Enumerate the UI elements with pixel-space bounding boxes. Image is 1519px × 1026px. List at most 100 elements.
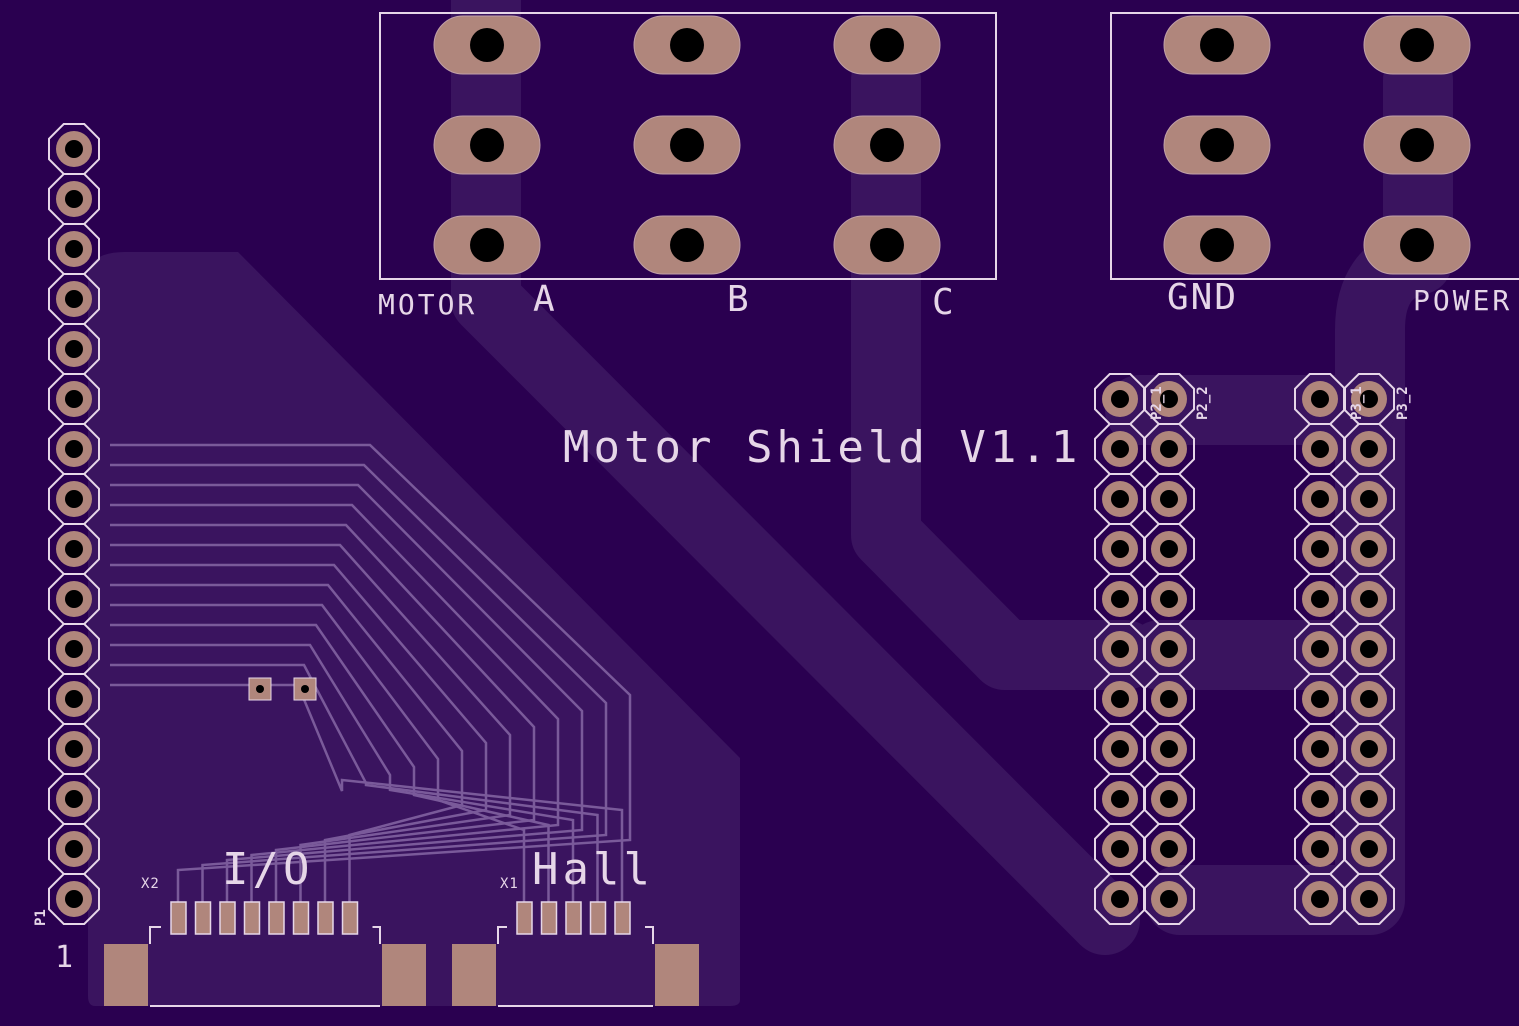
header-pad-hole — [1111, 790, 1129, 808]
p1-pin1-label: 1 — [55, 940, 76, 975]
header-pad-hole — [1111, 490, 1129, 508]
signal-trace — [110, 463, 608, 905]
smd-pin — [194, 901, 212, 935]
signal-trace — [110, 543, 512, 905]
io-connector-label: I/O — [222, 844, 314, 895]
header-pad-hole — [1111, 440, 1129, 458]
header-pad-hole — [1311, 840, 1329, 858]
header-pad-hole — [1311, 390, 1329, 408]
header-pad-hole — [1111, 640, 1129, 658]
header-pad-outline — [1343, 873, 1395, 925]
x2-ref: X2 — [141, 876, 160, 892]
signal-trace — [110, 603, 526, 905]
smd-pin — [170, 901, 187, 935]
signal-trace — [110, 523, 536, 905]
signal-trace — [110, 503, 560, 905]
connector-outline — [645, 926, 654, 944]
terminal-pad-hole — [1200, 128, 1234, 162]
header-pad-hole — [1160, 440, 1178, 458]
header-pad-hole — [1360, 590, 1378, 608]
power-block-outline — [1110, 12, 1519, 280]
header-pad-hole — [1160, 390, 1178, 408]
header-pad-hole — [65, 840, 83, 858]
connector-outline — [497, 926, 507, 944]
connector-outline — [149, 926, 161, 944]
header-pad-hole — [65, 640, 83, 658]
p1-ref: P1 — [33, 909, 49, 926]
header-pad-hole — [1360, 490, 1378, 508]
smd-pin — [614, 901, 631, 935]
header-pad-hole — [1160, 490, 1178, 508]
smd-mount-pad — [655, 944, 699, 1006]
terminal-pad-hole — [1400, 228, 1434, 262]
header-pad-hole — [1360, 690, 1378, 708]
smd-connectors — [104, 901, 699, 1007]
terminal-pad-hole — [870, 128, 904, 162]
motor-label: MOTOR — [378, 288, 478, 321]
terminal-pad-hole — [870, 28, 904, 62]
header-pad-hole — [1360, 790, 1378, 808]
header-pad-hole — [65, 790, 83, 808]
phase-b-label: B — [727, 279, 751, 320]
smd-pin — [589, 901, 607, 935]
header-pad-hole — [1360, 740, 1378, 758]
smd-mount-pad — [104, 944, 148, 1006]
header-pad-outline — [48, 873, 100, 925]
header-pad-hole — [1311, 690, 1329, 708]
header-pad-outline — [1294, 873, 1346, 925]
header-pad-hole — [1360, 840, 1378, 858]
terminal-pad-hole — [1200, 28, 1234, 62]
smd-pin — [317, 901, 334, 935]
motor-block-outline — [379, 12, 997, 280]
header-pad-hole — [65, 390, 83, 408]
board-title: Motor Shield V1.1 — [563, 422, 1082, 473]
header-pad-hole — [1111, 590, 1129, 608]
header-pad-hole — [1360, 640, 1378, 658]
terminal-pads — [433, 15, 1471, 275]
header-pad-hole — [1311, 540, 1329, 558]
x1-ref: X1 — [500, 876, 519, 892]
header-pad-hole — [1311, 590, 1329, 608]
gnd-label: GND — [1167, 277, 1239, 318]
header-pad-hole — [65, 340, 83, 358]
header-p1 — [48, 123, 100, 925]
signal-trace — [110, 643, 575, 905]
header-pad-hole — [1160, 740, 1178, 758]
phase-c-label: C — [932, 282, 956, 323]
terminal-pad-hole — [1400, 28, 1434, 62]
header-pad-hole — [65, 490, 83, 508]
header-pad-hole — [1360, 890, 1378, 908]
header-pad-outline — [1143, 873, 1195, 925]
p2-ref-b: P2_2 — [1195, 386, 1211, 420]
signal-trace-group — [110, 443, 632, 905]
smd-mount-pad — [452, 944, 496, 1006]
header-pad-hole — [1160, 540, 1178, 558]
signal-trace — [110, 623, 550, 905]
signal-trace — [110, 483, 584, 905]
header-pad-hole — [65, 540, 83, 558]
p3-ref-b: P3_2 — [1395, 386, 1411, 420]
header-pad-hole — [65, 140, 83, 158]
header-pad-hole — [1311, 890, 1329, 908]
header-pad-hole — [65, 740, 83, 758]
header-pad-hole — [1160, 890, 1178, 908]
header-pad-hole — [1160, 790, 1178, 808]
terminal-pad-hole — [470, 128, 504, 162]
header-pad-outline — [1094, 873, 1146, 925]
signal-trace — [110, 583, 464, 905]
smd-pin — [565, 901, 582, 935]
header-pad-hole — [1111, 540, 1129, 558]
vias — [248, 677, 317, 701]
header-pad-hole — [65, 440, 83, 458]
phase-a-label: A — [533, 279, 557, 320]
terminal-pad-hole — [1400, 128, 1434, 162]
terminal-pad-hole — [1200, 228, 1234, 262]
header-pad-hole — [1311, 790, 1329, 808]
header-pad-hole — [65, 190, 83, 208]
terminal-pad-hole — [470, 228, 504, 262]
p3-ref-a: P3_1 — [1349, 386, 1365, 420]
p2-ref-a: P2_1 — [1149, 386, 1165, 420]
header-pad-hole — [1160, 640, 1178, 658]
header-pad-hole — [1311, 490, 1329, 508]
